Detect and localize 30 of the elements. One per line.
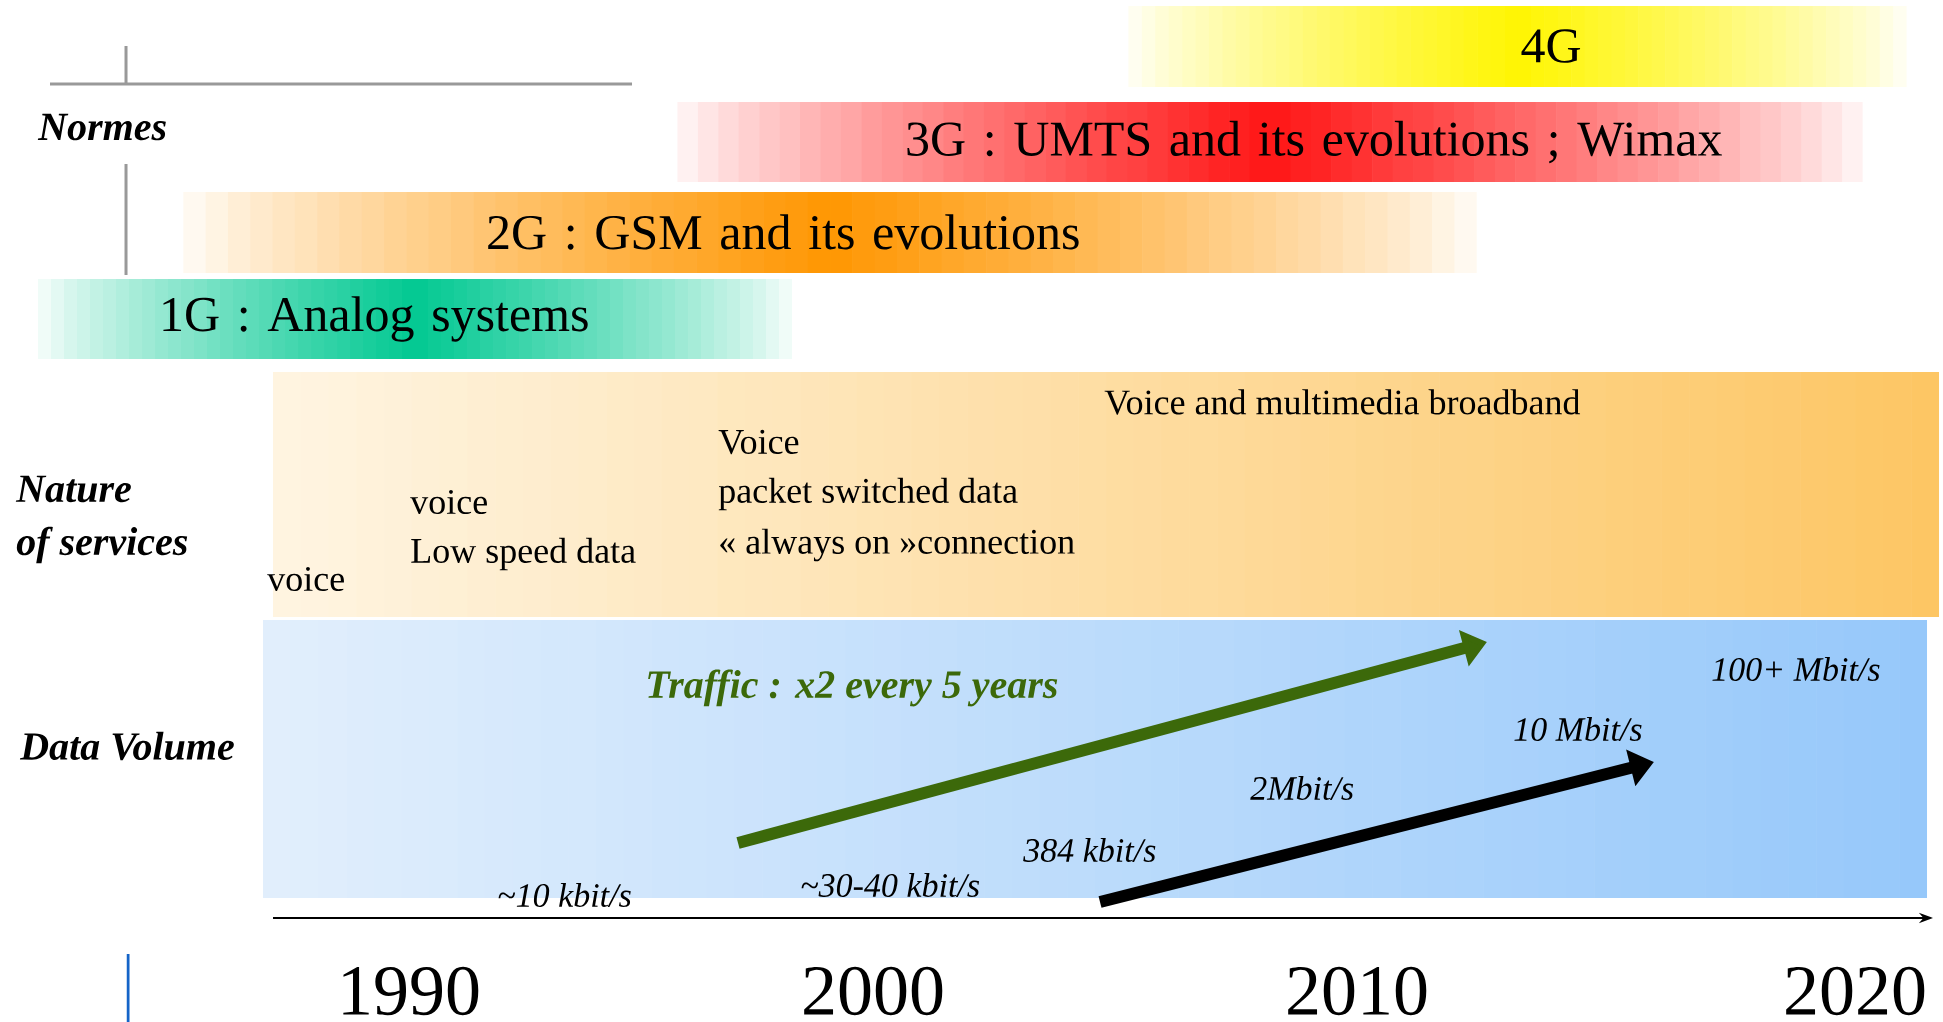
rate-label: 2Mbit/s xyxy=(1250,776,1354,800)
year-label: 2000 xyxy=(804,966,943,1016)
service-text: voice xyxy=(410,489,487,515)
band: 1G : Analog systems xyxy=(25,279,805,359)
rate-label: 384 kbit/s xyxy=(1023,838,1156,862)
node-label: 4G xyxy=(1521,29,1581,63)
year-label: 2020 xyxy=(1786,966,1925,1016)
trend-label: Traffic : x2 every 5 years xyxy=(648,669,1058,707)
service-text: voice xyxy=(267,566,344,592)
service-text: Low speed data xyxy=(411,537,636,571)
band: 3G : UMTS and its evolutions ; Wimax xyxy=(657,102,1883,182)
service-text: packet switched data xyxy=(718,477,1018,511)
service-text: « always on »connection xyxy=(720,528,1075,562)
band: 4G xyxy=(1115,6,1920,87)
year-label: 1990 xyxy=(343,966,479,1016)
band: 2G : GSM and its evolutions xyxy=(161,192,1499,273)
node-label: 1G : Analog systems xyxy=(163,296,588,342)
axis-label: of services xyxy=(16,526,188,564)
axis-label: Data Volume xyxy=(19,731,234,761)
axis-label: Normes xyxy=(37,113,166,141)
axis-label: Nature xyxy=(15,475,131,503)
service-text: Voice xyxy=(718,429,799,455)
rate-label: 100+ Mbit/s xyxy=(1712,657,1880,681)
rate-label: 10 Mbit/s xyxy=(1514,717,1642,741)
node-label: 3G : UMTS and its evolutions ; Wimax xyxy=(907,120,1722,164)
year-label: 2010 xyxy=(1288,966,1427,1016)
node-label: 2G : GSM and its evolutions xyxy=(488,214,1079,250)
rate-label: ~10 kbit/s xyxy=(498,883,631,907)
service-text: Voice and multimedia broadband xyxy=(1104,389,1581,415)
rate-label: ~30-40 kbit/s xyxy=(801,873,980,897)
